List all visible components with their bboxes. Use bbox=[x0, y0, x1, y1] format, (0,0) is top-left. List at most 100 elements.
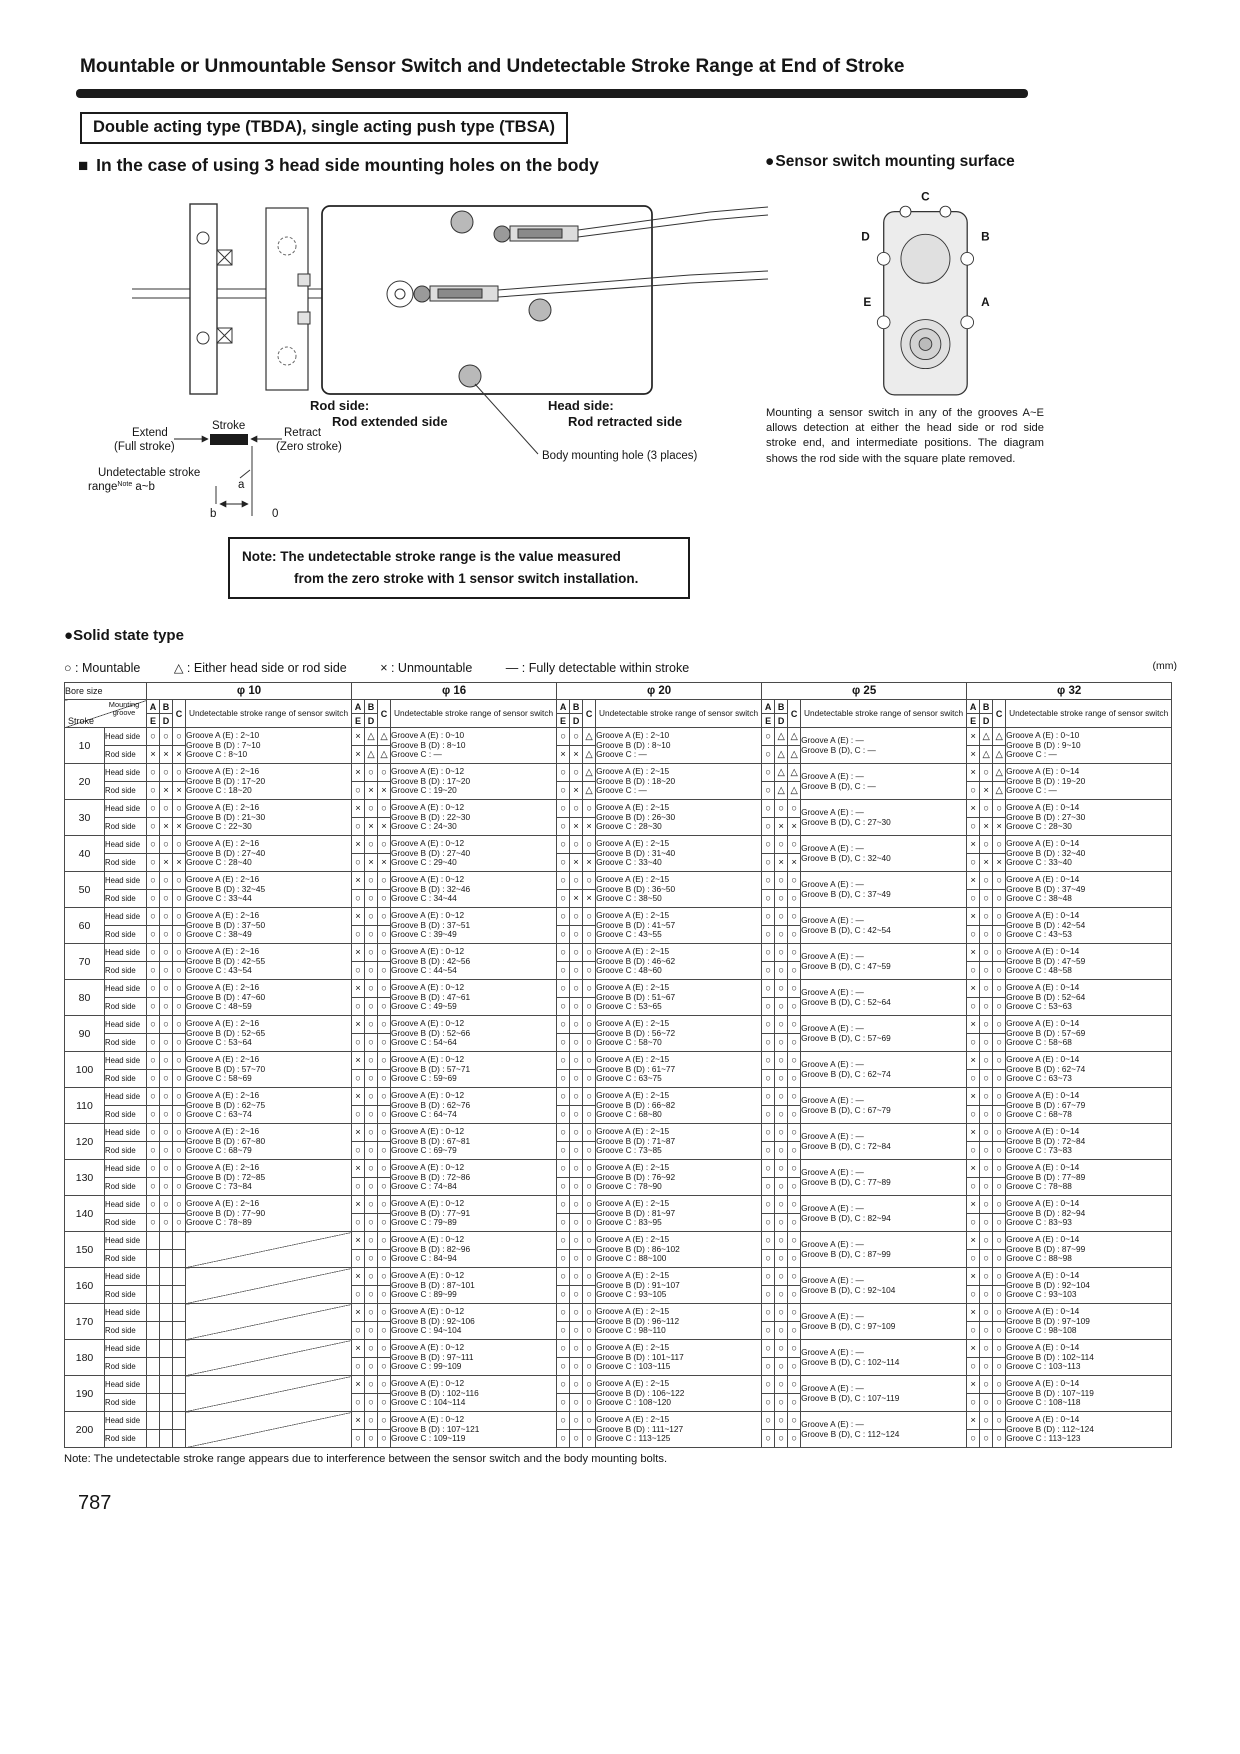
symbol-cell: ○ bbox=[582, 1141, 597, 1160]
symbol-cell: ○ bbox=[787, 1015, 802, 1034]
symbol-cell: ○ bbox=[556, 817, 571, 836]
symbol-cell: ○ bbox=[377, 1087, 392, 1106]
table-row-rod-side: Rod side○○○○○○○○○○○○○○○ bbox=[65, 1177, 1172, 1196]
symbol-cell: ○ bbox=[146, 1195, 160, 1214]
symbol-cell: ○ bbox=[992, 799, 1007, 818]
stroke-value: 50 bbox=[64, 871, 105, 908]
symbol-cell: ○ bbox=[761, 1393, 776, 1412]
symbol-cell: × bbox=[351, 763, 366, 782]
symbol-cell: ○ bbox=[787, 1051, 802, 1070]
symbol-cell: ○ bbox=[979, 1411, 994, 1430]
symbol-cell: ○ bbox=[569, 1321, 584, 1340]
symbol-cell bbox=[159, 1249, 173, 1268]
intermediate-plate bbox=[265, 207, 311, 391]
symbol-cell: ○ bbox=[377, 1033, 392, 1052]
rod-side-label: Rod side bbox=[104, 961, 147, 980]
symbol-cell: ○ bbox=[556, 853, 571, 872]
symbol-cell: ○ bbox=[774, 1393, 789, 1412]
symbol-cell: ○ bbox=[761, 1339, 776, 1358]
symbol-cell: △ bbox=[582, 781, 597, 800]
symbol-cell: ○ bbox=[364, 1375, 379, 1394]
symbol-cell: ○ bbox=[172, 1123, 186, 1142]
symbol-cell: ○ bbox=[582, 1267, 597, 1286]
symbol-cell bbox=[172, 1411, 186, 1430]
symbol-cell: × bbox=[351, 1231, 366, 1250]
symbol-cell: ○ bbox=[172, 907, 186, 926]
symbol-cell: △ bbox=[787, 781, 802, 800]
symbol-cell: × bbox=[351, 1411, 366, 1430]
rod-side-label: Rod side bbox=[104, 817, 147, 836]
symbol-cell: ○ bbox=[159, 1141, 173, 1160]
symbol-cell: × bbox=[966, 1375, 981, 1394]
symbol-cell: ○ bbox=[774, 1069, 789, 1088]
head-side-label: Head side bbox=[104, 907, 147, 926]
symbol-cell: × bbox=[966, 727, 981, 746]
symbol-cell bbox=[172, 1231, 186, 1250]
head-side-label: Head side bbox=[104, 1303, 147, 1322]
symbol-cell: ○ bbox=[364, 889, 379, 908]
symbol-cell: ○ bbox=[172, 835, 186, 854]
symbol-cell: ○ bbox=[364, 871, 379, 890]
symbol-cell: ○ bbox=[159, 961, 173, 980]
symbol-cell: × bbox=[992, 817, 1007, 836]
range-header: Undetectable stroke range of sensor swit… bbox=[1005, 699, 1173, 728]
bore-header: φ 20 bbox=[556, 682, 763, 700]
symbol-cell: ○ bbox=[159, 835, 173, 854]
symbol-cell bbox=[172, 1393, 186, 1412]
symbol-cell: ○ bbox=[159, 997, 173, 1016]
head-side-sublabel: Rod retracted side bbox=[568, 414, 682, 429]
symbol-cell: ○ bbox=[364, 1069, 379, 1088]
symbol-cell: ○ bbox=[159, 907, 173, 926]
symbol-cell: × bbox=[966, 1123, 981, 1142]
symbol-cell: ○ bbox=[172, 1177, 186, 1196]
symbol-cell: ○ bbox=[582, 1411, 597, 1430]
symbol-cell: ○ bbox=[582, 943, 597, 962]
symbol-cell: × bbox=[146, 745, 160, 764]
symbol-cell: ○ bbox=[774, 925, 789, 944]
symbol-cell: × bbox=[966, 871, 981, 890]
symbol-cell: ○ bbox=[774, 997, 789, 1016]
symbol-cell: ○ bbox=[966, 1393, 981, 1412]
symbol-cell bbox=[159, 1411, 173, 1430]
symbol-cell: ○ bbox=[992, 1375, 1007, 1394]
symbol-cell: ○ bbox=[146, 1159, 160, 1178]
symbol-cell: ○ bbox=[787, 1411, 802, 1430]
symbol-cell: × bbox=[351, 943, 366, 962]
table-row-rod-side: Rod side○○○○○○○○○○○○○○○ bbox=[65, 925, 1172, 944]
symbol-cell: ○ bbox=[966, 1069, 981, 1088]
head-side-label: Head side bbox=[104, 1339, 147, 1358]
groove-b-label: B bbox=[981, 231, 990, 244]
symbol-cell: ○ bbox=[582, 979, 597, 998]
table-row-rod-side: Rod side○○○○○○○○○○○○ bbox=[65, 1393, 1172, 1412]
table-row-rod-side: Rod side○○○○○○○○○○○○ bbox=[65, 1285, 1172, 1304]
symbol-cell: × bbox=[172, 745, 186, 764]
symbol-cell: × bbox=[966, 1087, 981, 1106]
symbol-cell: ○ bbox=[556, 1177, 571, 1196]
unit-label: (mm) bbox=[1152, 660, 1178, 672]
symbol-cell: ○ bbox=[159, 799, 173, 818]
symbol-cell: × bbox=[774, 817, 789, 836]
table-row-rod-side: Rod side○○○○○○○○○○○○ bbox=[65, 1321, 1172, 1340]
symbol-cell: △ bbox=[979, 727, 994, 746]
symbol-cell: ○ bbox=[787, 943, 802, 962]
range-cell: Groove A (E) : —Groove B (D), C : 82~94 bbox=[800, 1195, 968, 1232]
symbol-cell: ○ bbox=[787, 1357, 802, 1376]
symbol-cell: ○ bbox=[979, 1339, 994, 1358]
symbol-cell: ○ bbox=[159, 1069, 173, 1088]
symbol-cell: ○ bbox=[979, 997, 994, 1016]
groove-d-header: D bbox=[569, 713, 584, 728]
symbol-cell: ○ bbox=[774, 1015, 789, 1034]
range-cell: Groove A (E) : —Groove B (D), C : 27~30 bbox=[800, 799, 968, 836]
symbol-cell: △ bbox=[774, 745, 789, 764]
symbol-cell: ○ bbox=[377, 1105, 392, 1124]
symbol-cell: ○ bbox=[569, 1159, 584, 1178]
symbol-cell: ○ bbox=[774, 979, 789, 998]
stroke-value: 120 bbox=[64, 1123, 105, 1160]
symbol-cell: ○ bbox=[569, 925, 584, 944]
symbol-cell: ○ bbox=[172, 727, 186, 746]
